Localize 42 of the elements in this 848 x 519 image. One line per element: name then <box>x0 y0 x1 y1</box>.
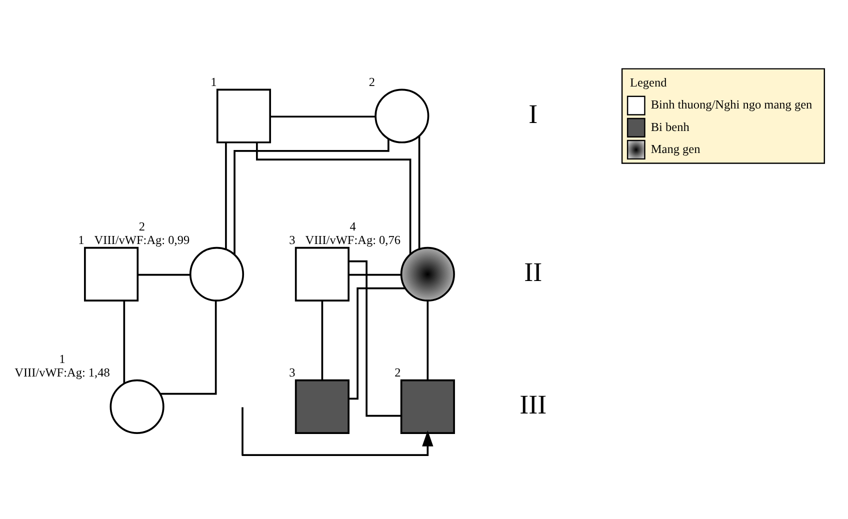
connector <box>418 136 420 250</box>
label: Legend <box>630 76 667 90</box>
node-label: 2 <box>138 220 146 234</box>
node-box <box>216 88 272 144</box>
connector <box>225 142 227 250</box>
label: III <box>520 390 547 420</box>
connector <box>348 287 406 400</box>
connector <box>270 116 376 118</box>
node-circle <box>189 246 244 302</box>
arrow <box>242 407 434 456</box>
node-label: 1 <box>210 74 217 89</box>
connector <box>349 260 402 417</box>
connector <box>234 138 390 254</box>
node-label: 4 <box>350 220 356 234</box>
node-label: VIII/vWF:Ag: 0,99 <box>94 233 190 248</box>
legend-label: Binh thuong/Nghi ngo mang gen <box>650 98 812 112</box>
label: I <box>528 98 538 129</box>
node-box <box>400 379 455 434</box>
node-label: 3 <box>289 233 296 248</box>
label: II <box>524 257 542 288</box>
node-label: 1 <box>59 352 66 366</box>
node-label: 2 <box>368 74 375 89</box>
connector <box>321 300 324 380</box>
node-circle <box>374 88 430 144</box>
node-label: 3 <box>289 366 296 380</box>
node-box <box>294 246 350 302</box>
connector <box>256 142 412 254</box>
node-label: 2 <box>394 366 401 380</box>
node-label: VIII/vWF:Ag: 0,76 <box>305 233 401 248</box>
node-box <box>84 246 139 302</box>
node-label: VIII/vWF:Ag: 1,48 <box>14 366 110 380</box>
connector <box>138 274 190 276</box>
legend-label: Bi benh <box>650 120 690 134</box>
connector <box>123 300 126 384</box>
node-circle <box>110 379 164 434</box>
legend-label: Mang gen <box>650 142 700 156</box>
node-box <box>294 379 350 434</box>
connector <box>160 300 217 395</box>
node-circle <box>400 246 455 302</box>
node-label: 1 <box>78 233 84 248</box>
connector <box>426 300 429 380</box>
connector <box>348 274 402 276</box>
